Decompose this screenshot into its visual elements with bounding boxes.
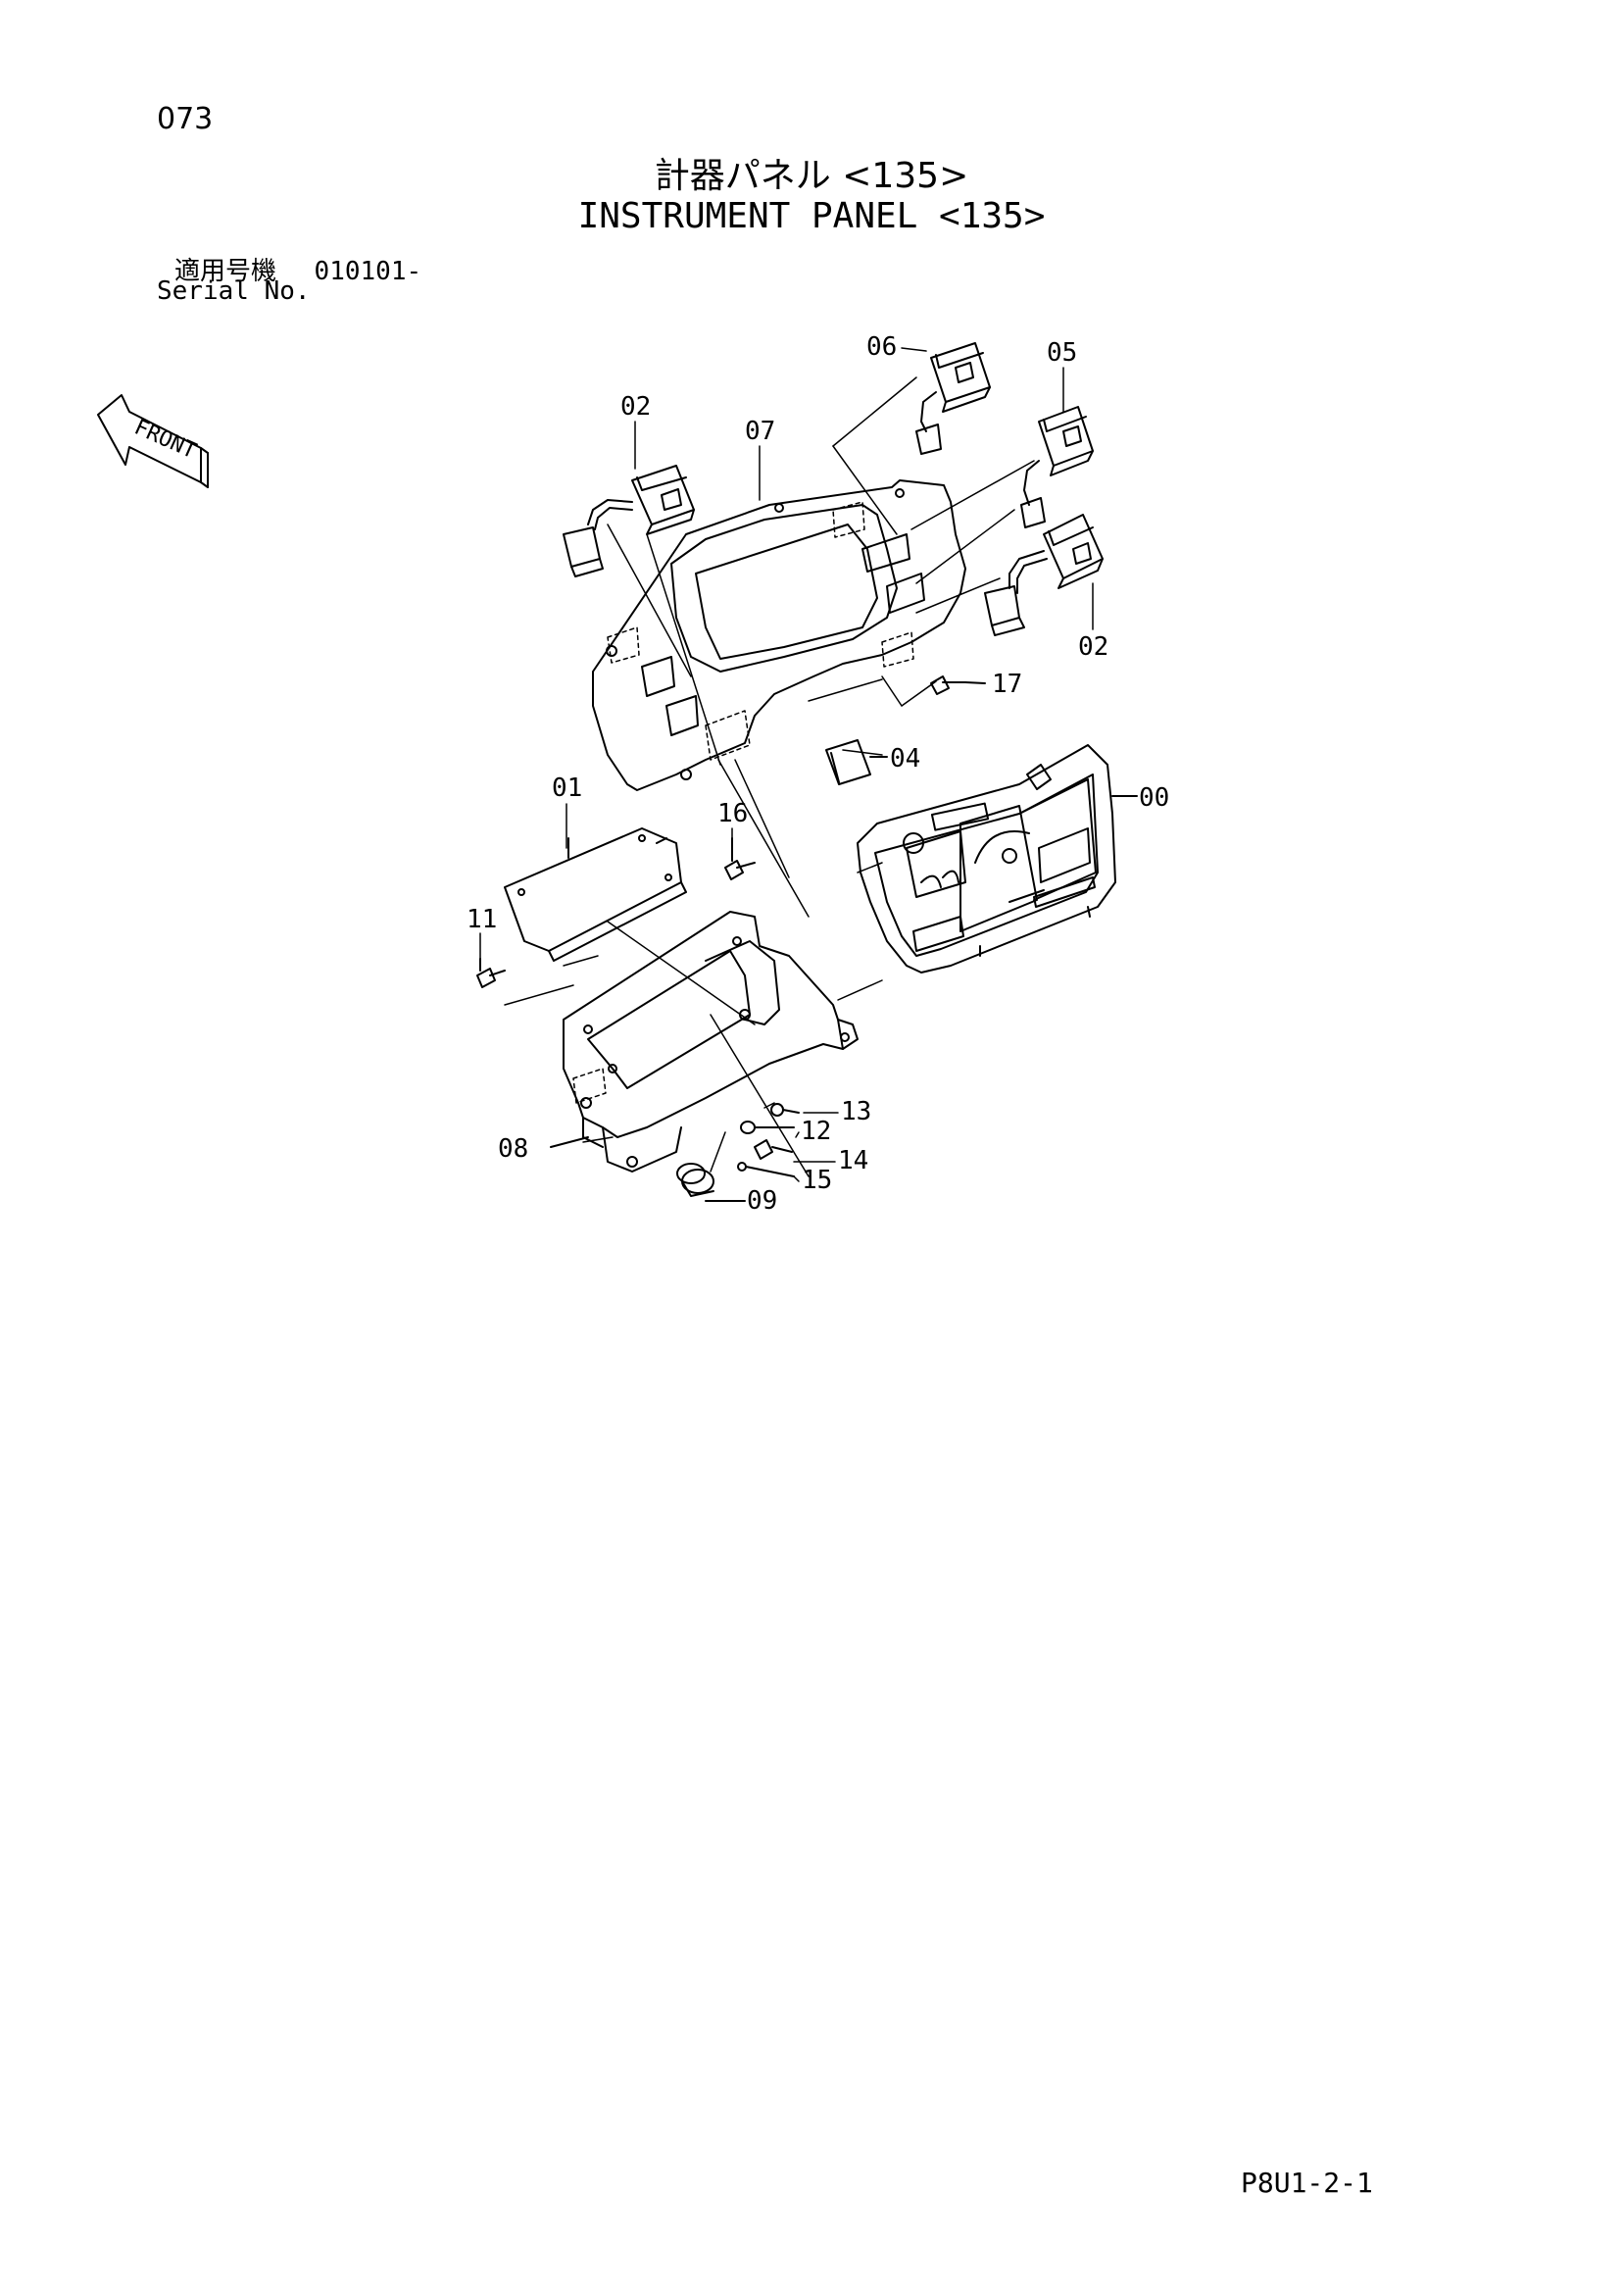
board-part-01: [504, 827, 687, 962]
part-number-00: 00: [1139, 783, 1169, 813]
part-number-04: 04: [890, 744, 920, 774]
part-number-06: 06: [866, 332, 897, 362]
screw-part-17: [930, 675, 986, 695]
serial-label-ja-text: 適用号機: [174, 257, 277, 286]
front-arrow-label: FRONT: [130, 416, 200, 465]
fasteners-parts-12-15: [737, 1103, 800, 1177]
part-number-02-right: 02: [1078, 632, 1108, 662]
label-leaders: [479, 347, 1094, 1182]
bracket-part-08: [550, 911, 859, 1173]
part-number-05: 05: [1047, 338, 1077, 368]
part-number-11: 11: [467, 905, 497, 934]
connector-part-02-left: [563, 465, 695, 577]
instrument-cluster-part-00: [857, 744, 1138, 973]
serial-label-en: Serial No.: [157, 276, 311, 306]
part-number-08: 08: [498, 1134, 528, 1164]
connector-part-06: [915, 342, 991, 455]
screw-part-16: [724, 837, 756, 880]
doc-code: P8U1-2-1: [1241, 2167, 1373, 2199]
connector-part-02-right: [984, 514, 1104, 636]
title-english: INSTRUMENT PANEL <135>: [577, 196, 1046, 236]
connector-part-05: [1020, 406, 1094, 528]
front-arrow-icon: FRONT: [97, 394, 209, 488]
part-number-15: 15: [802, 1166, 832, 1195]
title-japanese: 計器パネル <135>: [654, 156, 969, 196]
leader-lines: [504, 376, 1035, 1177]
part-number-12: 12: [801, 1117, 831, 1146]
page-number: 073: [157, 102, 214, 136]
panel-cover-part-07: [592, 479, 966, 844]
part-number-16: 16: [717, 799, 748, 828]
part-number-07: 07: [745, 417, 775, 446]
part-number-13: 13: [841, 1097, 871, 1126]
serial-label-ja: 適用号機 010101-: [174, 251, 421, 287]
part-number-01: 01: [552, 774, 582, 803]
knob-part-09: [676, 1163, 746, 1202]
part-number-09: 09: [747, 1186, 777, 1216]
pad-part-04: [825, 739, 888, 785]
part-number-02-left: 02: [620, 392, 651, 422]
screw-part-11: [476, 958, 506, 988]
part-number-17: 17: [992, 670, 1022, 699]
serial-value: 010101-: [314, 257, 422, 286]
part-number-14: 14: [838, 1146, 868, 1175]
